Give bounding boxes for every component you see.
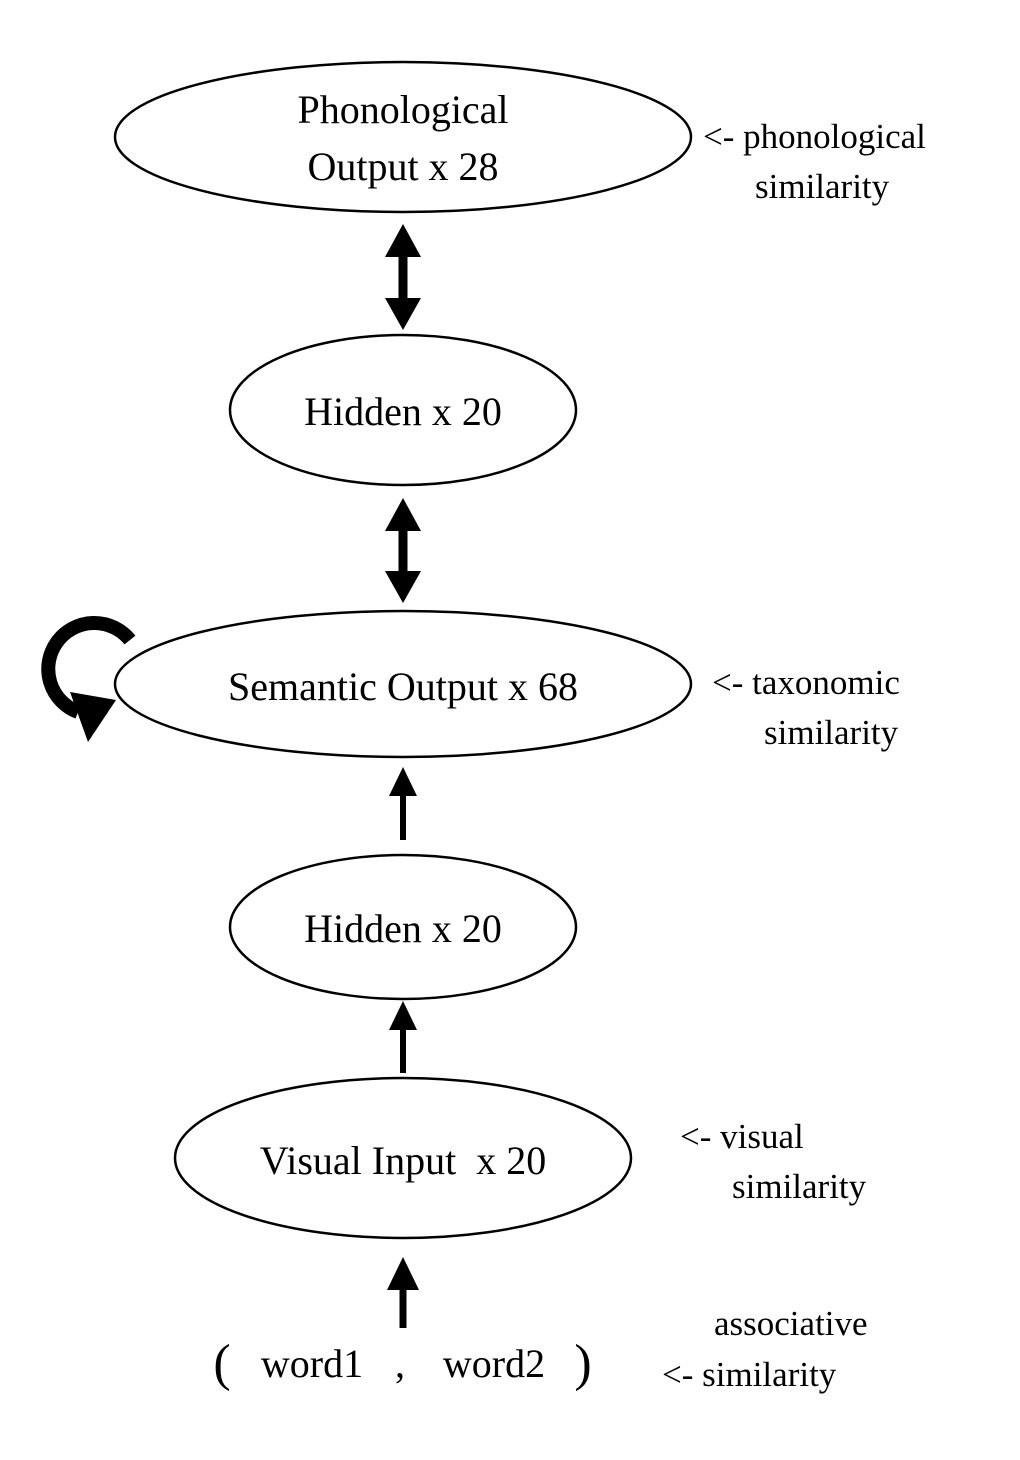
word2-label: word2 [443, 1341, 545, 1386]
hidden-bottom-label: Hidden x 20 [304, 906, 502, 951]
associative-annotation-line2: <- similarity [662, 1355, 837, 1394]
phonological-annotation-line1: <- phonological [703, 117, 926, 156]
clockwise-loop-arrow-icon [41, 616, 136, 742]
visual-input-label: Visual Input x 20 [260, 1138, 546, 1183]
hidden-bottom-node: Hidden x 20 [228, 853, 578, 1001]
up-arrow-icon [389, 767, 417, 840]
up-arrow-icon [389, 1001, 417, 1073]
double-headed-arrow-icon [385, 224, 421, 330]
double-headed-arrow-icon [385, 498, 421, 603]
word-pair-input: ( word1 , word2 ) [213, 1335, 591, 1392]
phonological-output-label-line2: Output x 28 [307, 144, 498, 189]
close-paren: ) [574, 1335, 591, 1392]
phonological-output-node: Phonological Output x 28 [113, 60, 693, 214]
up-arrow-icon [387, 1257, 419, 1328]
word1-label: word1 [261, 1341, 363, 1386]
visual-annotation-line2: similarity [732, 1167, 867, 1206]
visual-annotation-line1: <- visual [680, 1117, 804, 1156]
phonological-annotation-line2: similarity [755, 167, 890, 206]
phonological-output-label-line1: Phonological [297, 87, 508, 132]
phonological-similarity-annotation: <- phonological similarity [703, 117, 926, 206]
associative-similarity-annotation: associative <- similarity [662, 1304, 868, 1394]
visual-similarity-annotation: <- visual similarity [680, 1117, 867, 1206]
semantic-output-node: Semantic Output x 68 [113, 609, 693, 759]
semantic-output-label: Semantic Output x 68 [228, 664, 578, 709]
open-paren: ( [213, 1335, 230, 1392]
taxonomic-annotation-line1: <- taxonomic [712, 663, 900, 702]
hidden-top-label: Hidden x 20 [304, 389, 502, 434]
hidden-top-node: Hidden x 20 [228, 333, 578, 487]
associative-annotation-line1: associative [714, 1304, 868, 1343]
taxonomic-annotation-line2: similarity [764, 713, 899, 752]
taxonomic-similarity-annotation: <- taxonomic similarity [712, 663, 900, 752]
comma: , [395, 1341, 405, 1386]
visual-input-node: Visual Input x 20 [173, 1076, 633, 1240]
